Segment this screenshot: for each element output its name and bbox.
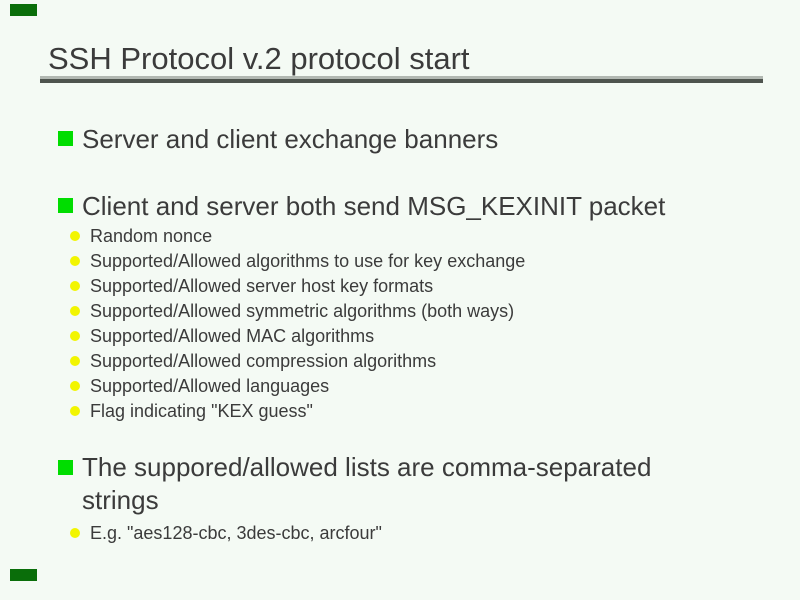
bullet-dot-icon [70,406,80,416]
bullet-square-icon [58,131,73,146]
sub-bullet-item: Random nonce [70,224,525,249]
sub-bullet-text: Flag indicating "KEX guess" [90,401,313,421]
kexinit-sub-list: Random nonce Supported/Allowed algorithm… [70,224,525,424]
sub-bullet-text: Supported/Allowed algorithms to use for … [90,251,526,271]
bullet-dot-icon [70,306,80,316]
sub-bullet-item: Flag indicating "KEX guess" [70,399,525,424]
sub-bullet-text: Supported/Allowed symmetric algorithms (… [90,301,515,321]
corner-marker-top [10,4,37,16]
bullet-dot-icon [70,281,80,291]
bullet-text: Client and server both send MSG_KEXINIT … [82,191,666,221]
bullet-dot-icon [70,381,80,391]
sub-bullet-text: Supported/Allowed languages [90,376,330,396]
bullet-dot-icon [70,356,80,366]
bullet-dot-icon [70,231,80,241]
sub-bullet-text: Supported/Allowed compression algorithms [90,351,437,371]
bullet-item-lists: The suppored/allowed lists are comma-sep… [58,451,682,517]
bullet-dot-icon [70,331,80,341]
bullet-item-banners: Server and client exchange banners [58,124,498,154]
sub-bullet-text: Random nonce [90,226,213,246]
bullet-text: Server and client exchange banners [82,124,499,154]
bullet-item-kexinit: Client and server both send MSG_KEXINIT … [58,191,665,221]
title-underline [40,76,763,83]
sub-bullet-item: Supported/Allowed MAC algorithms [70,324,525,349]
bullet-square-icon [58,460,73,475]
sub-bullet-text: Supported/Allowed MAC algorithms [90,326,375,346]
sub-bullet-item: Supported/Allowed compression algorithms [70,349,525,374]
sub-bullet-text: Supported/Allowed server host key format… [90,276,434,296]
sub-bullet-item: Supported/Allowed symmetric algorithms (… [70,299,525,324]
corner-marker-bottom [10,569,37,581]
bullet-square-icon [58,198,73,213]
example-sub-list: E.g. "aes128-cbc, 3des-cbc, arcfour" [70,521,382,546]
sub-bullet-text: E.g. "aes128-cbc, 3des-cbc, arcfour" [90,523,382,543]
sub-bullet-item: E.g. "aes128-cbc, 3des-cbc, arcfour" [70,521,382,546]
bullet-text: The suppored/allowed lists are comma-sep… [82,452,652,515]
bullet-dot-icon [70,528,80,538]
bullet-dot-icon [70,256,80,266]
page-title: SSH Protocol v.2 protocol start [48,41,470,76]
sub-bullet-item: Supported/Allowed algorithms to use for … [70,249,525,274]
sub-bullet-item: Supported/Allowed server host key format… [70,274,525,299]
sub-bullet-item: Supported/Allowed languages [70,374,525,399]
